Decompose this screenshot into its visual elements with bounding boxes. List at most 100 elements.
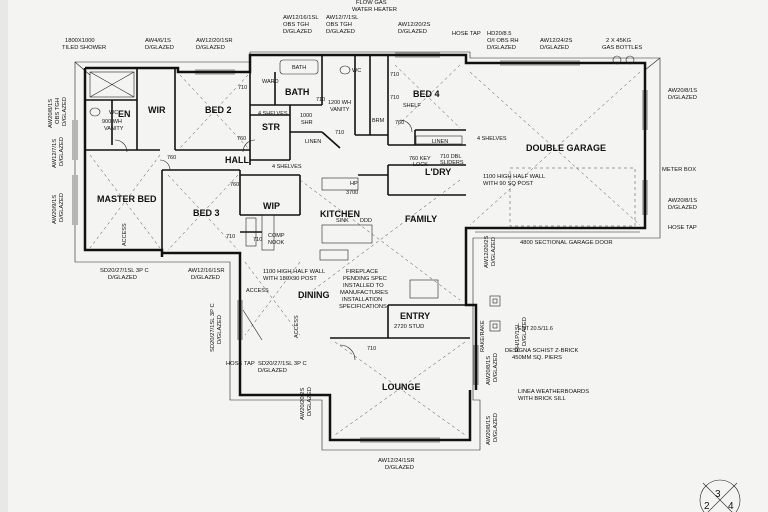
note-entry-door: RH/1P/1SL [515, 322, 521, 352]
note-shelf: SHELF [403, 103, 421, 109]
room-laundry: L'DRY [425, 167, 451, 177]
note-window: AW12/20/2S [398, 22, 430, 28]
note-window: AW20/20/2S [300, 388, 306, 420]
note-half-wall: WITH 180X90 POST [263, 276, 317, 282]
room-wip: WIP [263, 201, 280, 211]
note-fireplace: SPECIFICATIONS [339, 304, 387, 310]
door-size: 710 [253, 237, 262, 243]
note-window: AW12/16/1SL [283, 15, 319, 21]
note-window: D/GLAZED [540, 45, 569, 51]
note-window: D/GLAZED [398, 29, 427, 35]
room-bed3: BED 3 [193, 208, 220, 218]
door-size: 710 [316, 97, 325, 103]
note-sliding-door: D/GLAZED [108, 275, 137, 281]
note-door: D/GLAZED [487, 45, 516, 51]
note-piers: 450MM SQ. PIERS [512, 355, 562, 361]
note-window: AW12/7/1SL [326, 15, 359, 21]
note-window: AW20/9/1S [52, 195, 58, 224]
note-hose-tap: HOSE TAP [226, 361, 255, 367]
note-window: D/GLAZED [59, 137, 65, 166]
door-size: 710 [335, 130, 344, 136]
note-sliding-door: SD20/27/1SL 3P C [210, 303, 216, 352]
note-window: OBS TGH [283, 22, 309, 28]
window-marks [72, 52, 648, 443]
note-window: D/GLAZED [307, 387, 313, 416]
note-window: D/GLAZED [668, 205, 697, 211]
door-size: 760 [395, 120, 404, 126]
note-sliding-door: SD20/27/1SL 3P C [258, 361, 307, 367]
note-hose-tap: HOSE TAP [452, 31, 481, 37]
fixture-bath: BATH [292, 65, 306, 71]
note-hose-tap: HOSE TAP [668, 225, 697, 231]
room-master-bed: MASTER BED [97, 194, 157, 204]
note-window: D/GLAZED [491, 237, 497, 266]
note-window: D/GLAZED [493, 353, 499, 382]
vertical-annotations: AW20/8/1S OBS TGH D/GLAZED AW12/7/1S D/G… [48, 97, 528, 445]
note-weatherboards: LINEA WEATHERBOARDS [518, 389, 589, 395]
note-window: D/GLAZED [493, 413, 499, 442]
note-access: ACCESS [246, 288, 269, 294]
page-number: 3 [715, 489, 721, 500]
note-sliders: SLIDERS [440, 160, 464, 166]
note-entry-door: ENT 20.5/11.6 [518, 326, 553, 332]
note-flow-gas: FLOW GAS [356, 0, 387, 6]
room-bath: BATH [285, 87, 309, 97]
room-bed4: BED 4 [413, 89, 440, 99]
note-sliding-door: D/GLAZED [258, 368, 287, 374]
scan-edge [0, 0, 8, 512]
note-lock: LOCK [413, 162, 428, 168]
door-size: 710 [390, 95, 399, 101]
note-entry-door: D/GLAZED [522, 317, 528, 346]
note-linen: LINEN [432, 139, 448, 145]
room-double-garage: DOUBLE GARAGE [526, 143, 606, 153]
note-comp-nook: COMP [268, 233, 285, 239]
annotations: FLOW GAS WATER HEATER AW12/16/1SL OBS TG… [62, 0, 734, 512]
note-window: D/GLAZED [196, 45, 225, 51]
note-sliding-door: D/GLAZED [217, 315, 223, 344]
door-size: 760 [237, 136, 246, 142]
note-window: AW12/16/1SR [188, 268, 225, 274]
note-window: D/GLAZED [385, 465, 414, 471]
room-kitchen: KITCHEN [320, 209, 360, 219]
note-access: ACCESS [122, 223, 128, 246]
note-half-wall: 1100 HIGH HALF WALL [483, 174, 546, 180]
ceiling-dash-lines [89, 64, 641, 436]
roof-outline [74, 51, 661, 451]
note-window: AW20/8/1S [48, 99, 54, 128]
note-shower: TILED SHOWER [62, 45, 106, 51]
door-size: 710 [390, 72, 399, 78]
note-linen: LINEN [305, 139, 321, 145]
note-stud: 2720 STUD [394, 324, 424, 330]
note-door: HD20/8.5 [487, 31, 512, 37]
room-lounge: LOUNGE [382, 382, 421, 392]
door-size: 760 [167, 155, 176, 161]
note-window: D/GLAZED [668, 95, 697, 101]
room-labels: EN WIR BED 2 BATH BED 4 STR HALL MASTER … [97, 87, 606, 392]
room-en: EN [118, 109, 131, 119]
note-window: AW12/20/2S [484, 236, 490, 268]
note-window: AW20/8/1S [668, 88, 697, 94]
note-key-lock: 760 KEY [409, 156, 431, 162]
note-window: OBS TGH [55, 98, 61, 124]
note-ddd: DDD [360, 218, 372, 224]
note-window: D/GLAZED [326, 29, 355, 35]
note-window: AW20/8/1S [486, 356, 492, 385]
note-fireplace: FIREPLACE [346, 269, 378, 275]
door-swings [114, 119, 413, 361]
note-window: D/GLAZED [191, 275, 220, 281]
page-number: 2 [704, 501, 710, 512]
note-window: D/GLAZED [62, 97, 68, 126]
fixtures [89, 55, 635, 332]
note-sliders: 710 DBL [440, 154, 461, 160]
door-size: 710 [238, 85, 247, 91]
note-window: D/GLAZED [145, 45, 174, 51]
note-fireplace: INSTALLATION [342, 297, 382, 303]
room-str: STR [262, 122, 281, 132]
note-3700: 3700 [346, 190, 358, 196]
note-gas-bottles: 2 X 45KG [606, 38, 632, 44]
note-door: O/I OBS RH [487, 38, 519, 44]
note-shelves: 4 SHELVES [258, 111, 288, 117]
note-shelves: 4 SHELVES [272, 164, 302, 170]
